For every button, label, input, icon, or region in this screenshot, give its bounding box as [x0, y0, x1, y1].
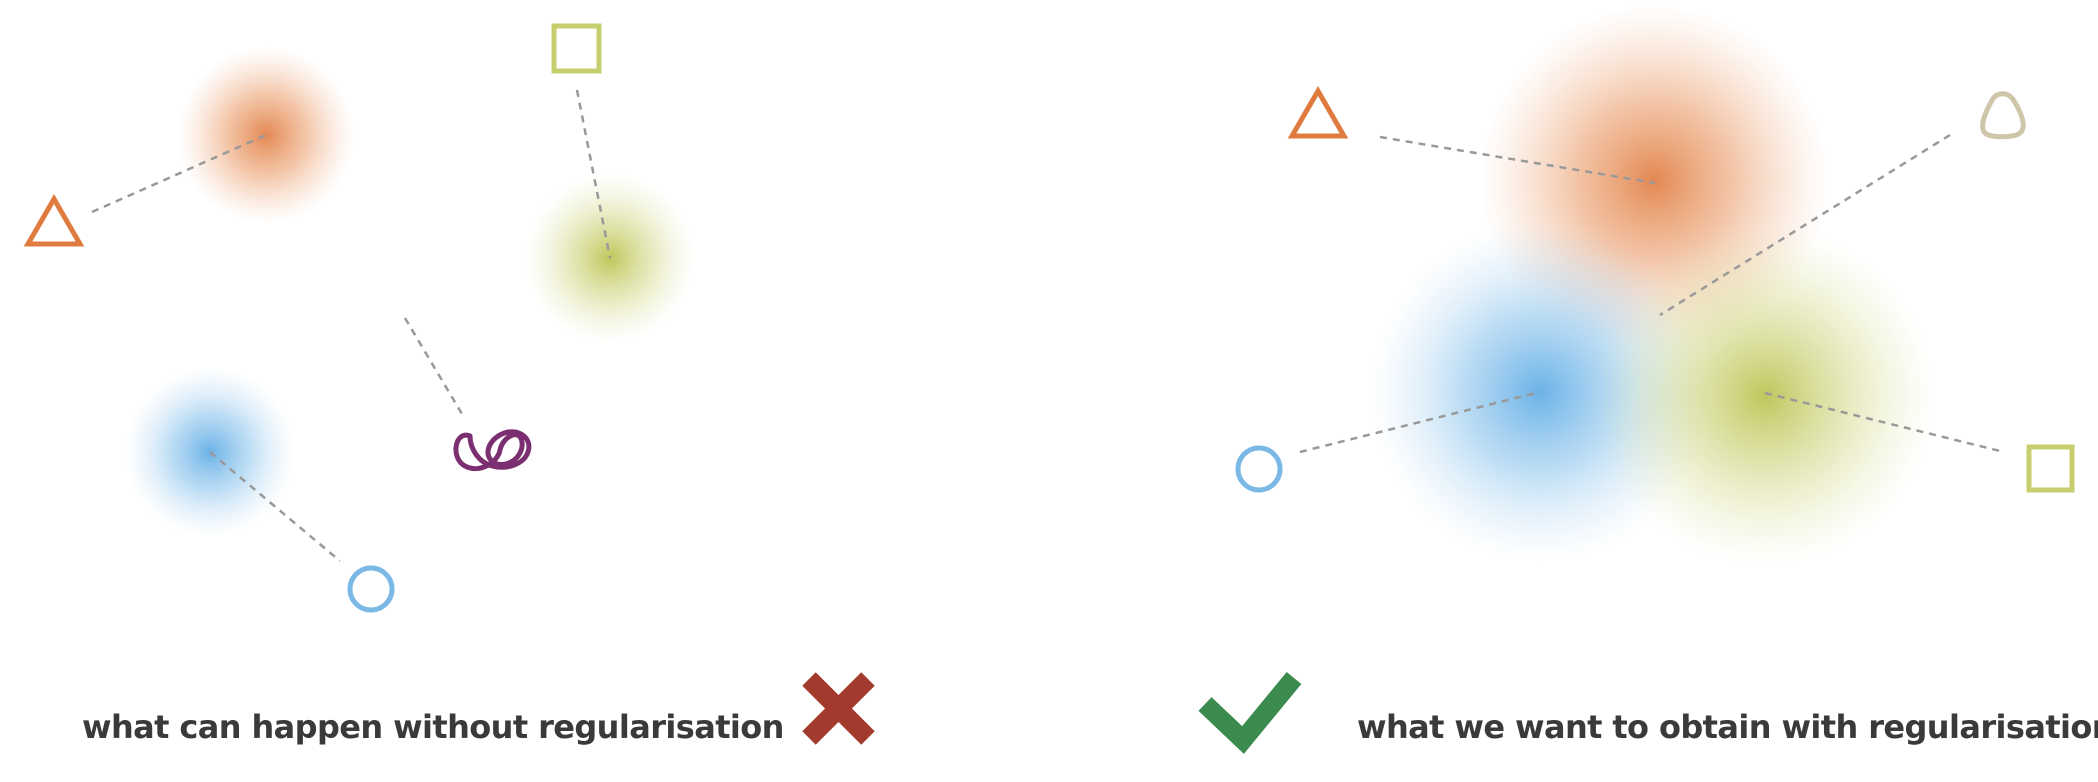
square-icon — [2026, 444, 2075, 493]
connector-line — [403, 317, 464, 415]
connector-line — [1299, 390, 1541, 454]
connector-line — [1764, 391, 2005, 454]
triangle-icon — [1287, 86, 1349, 139]
connector-line — [209, 451, 341, 562]
connector-line — [575, 89, 612, 259]
caption-left: what can happen without regularisation — [82, 708, 784, 746]
orange-blob — [178, 47, 354, 223]
square-icon — [551, 23, 602, 74]
caption-right: what we want to obtain with regularisati… — [1357, 708, 2098, 746]
connector-line — [91, 133, 267, 214]
triangle-icon — [23, 194, 85, 247]
circle-icon — [1235, 445, 1283, 493]
right-panel — [1235, 5, 2075, 566]
cross-mark-icon — [802, 672, 875, 745]
left-panel — [23, 23, 695, 613]
connector-line — [1659, 133, 1951, 317]
check-mark-icon — [1198, 671, 1302, 754]
green-blob — [1595, 226, 1935, 566]
circle-icon — [347, 565, 395, 613]
rounded-triangle-icon — [1980, 91, 2026, 140]
twisted-loop-icon — [453, 429, 532, 472]
